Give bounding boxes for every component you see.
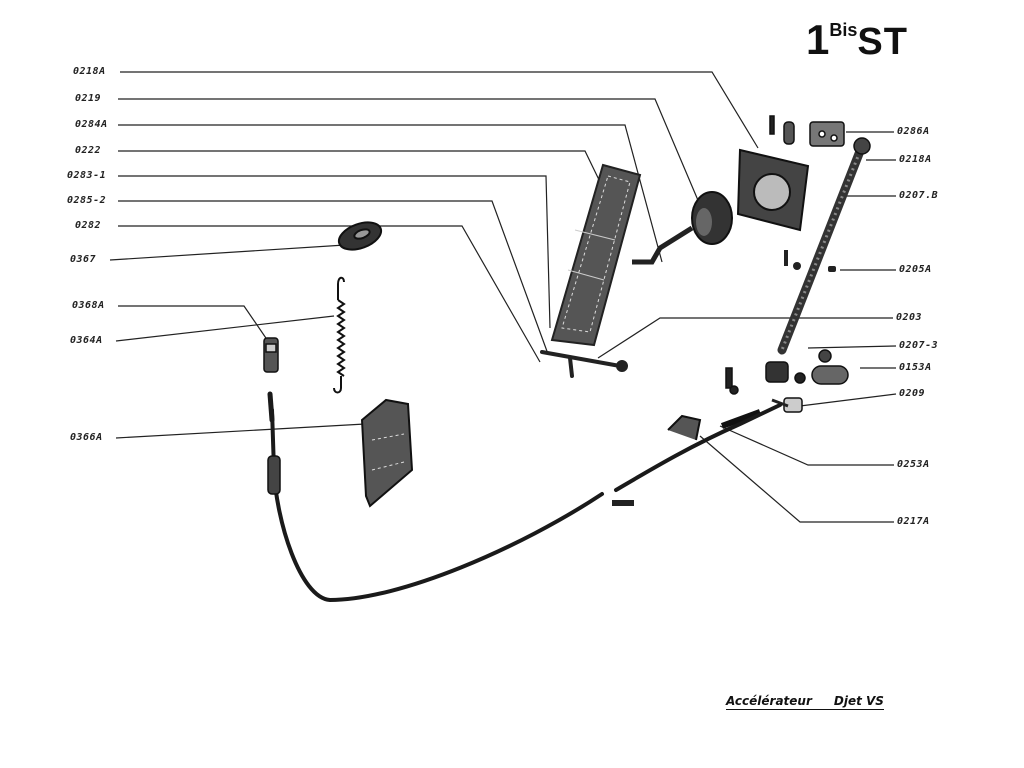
leader-0285-2 — [118, 200, 549, 355]
callout-0203: 0203 — [896, 312, 923, 323]
callout-0205a: 0205A — [899, 264, 932, 275]
callout-0283-1: 0283-1 — [67, 170, 107, 181]
callout-0282: 0282 — [75, 220, 102, 231]
callout-0219: 0219 — [75, 93, 102, 104]
leader-0253a — [719, 425, 894, 466]
callout-0207b: 0207.B — [899, 190, 939, 201]
plate-title: 1BisST — [806, 16, 908, 64]
bushing-0207-3 — [725, 349, 849, 395]
leader-0219 — [118, 98, 701, 206]
threaded-rod-0207b — [777, 137, 871, 355]
callout-0368a: 0368A — [72, 300, 105, 311]
diagram-caption: Accélérateur Djet VS — [726, 694, 884, 710]
leader-0367 — [109, 244, 346, 261]
leader-0217a — [699, 435, 894, 523]
small-parts-0205a — [784, 250, 836, 272]
leader-0283-1 — [118, 175, 551, 329]
cable-end-0209 — [771, 397, 803, 413]
leader-0364a — [115, 315, 335, 342]
callout-0284a: 0284A — [75, 119, 108, 130]
leader-0207-3 — [807, 345, 897, 349]
pedal-plate-0222 — [550, 163, 642, 347]
leader-0282 — [118, 225, 541, 363]
callout-0153a: 0153A — [899, 362, 932, 373]
return-spring-0364a — [333, 276, 346, 394]
plate-superscript: Bis — [829, 20, 858, 40]
callout-0207-3: 0207-3 — [899, 340, 939, 351]
callout-0364a: 0364A — [70, 335, 103, 346]
callout-0286a: 0286A — [897, 126, 930, 137]
callout-0253a: 0253A — [897, 459, 930, 470]
bracket-0366a — [360, 398, 414, 508]
plate-number: 1 — [806, 16, 830, 63]
cable-clamp-0368a — [263, 337, 279, 373]
leader-0366a — [115, 423, 366, 439]
leader-0203 — [597, 317, 893, 359]
leader-lines — [109, 71, 897, 523]
caption-model: Djet VS — [833, 694, 884, 708]
leader-0284a — [118, 124, 663, 263]
callout-0367: 0367 — [70, 254, 97, 265]
callout-0222: 0222 — [75, 145, 102, 156]
callout-0218a: 0218A — [73, 66, 106, 77]
rubber-bellow-0219 — [632, 191, 733, 265]
pivot-assembly — [540, 350, 628, 378]
callout-0209: 0209 — [899, 388, 926, 399]
small-clip-0286a — [769, 115, 845, 147]
callout-0217a: 0217A — [897, 516, 930, 527]
caption-part: Accélérateur — [726, 694, 812, 708]
grommet-0367 — [337, 221, 383, 251]
callout-0366a: 0366A — [70, 432, 103, 443]
plate-suffix: ST — [857, 21, 908, 63]
leader-0368a — [118, 305, 271, 345]
accelerator-cable — [267, 391, 782, 603]
callout-0218a-right: 0218A — [899, 154, 932, 165]
sheath-bracket-0217a — [667, 409, 762, 441]
mounting-plate-0218a — [736, 148, 810, 232]
leader-0209 — [799, 393, 897, 407]
leader-0222 — [118, 150, 603, 187]
callout-0285-2: 0285-2 — [67, 195, 107, 206]
leader-0218a — [120, 71, 759, 149]
